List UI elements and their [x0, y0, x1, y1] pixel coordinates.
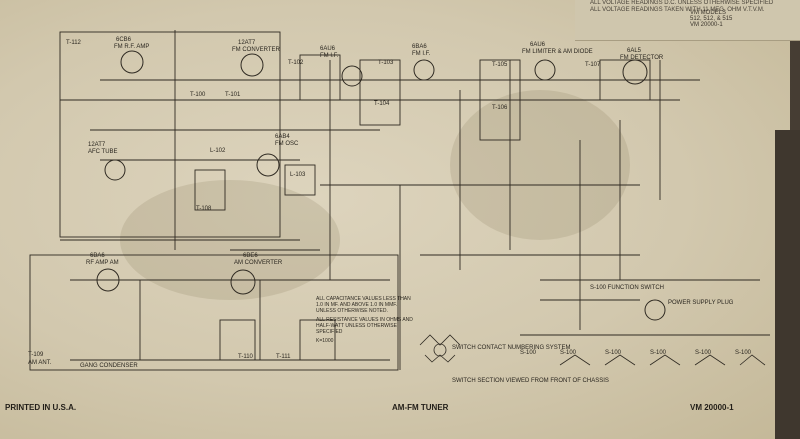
model-number: VM 20000-1	[690, 403, 734, 412]
transformer-label: L-103	[290, 172, 306, 178]
tube-6au6-2	[534, 59, 556, 81]
switch-section-label: S-100	[560, 350, 577, 356]
transformer-label: T-112	[66, 40, 81, 46]
diagram-title: AM-FM TUNER	[392, 403, 449, 412]
note-resistance: ALL RESISTANCE VALUES IN OHMS AND HALF-W…	[316, 317, 413, 335]
transformer-label: T-109	[28, 352, 44, 358]
tube-12at7-conv	[240, 53, 264, 77]
function-switch-label: S-100 FUNCTION SWITCH	[590, 285, 665, 291]
power-plug-label: POWER SUPPLY PLUG	[668, 300, 734, 306]
tube-label: 12AT7	[238, 40, 256, 46]
tube-sub: FM LIMITER & AM DIODE	[522, 49, 593, 55]
tube-sub: FM CONVERTER	[232, 47, 280, 53]
transformer-label: T-101	[225, 92, 241, 98]
vm-models-title: VM MODELS	[690, 10, 727, 16]
switch-numbering-title: SWITCH CONTACT NUMBERING SYSTEM	[452, 345, 571, 351]
top-note-line-1: ALL VOLTAGE READINGS D.C. UNLESS OTHERWI…	[590, 0, 774, 6]
power-plug	[644, 299, 666, 321]
tube-label: 6BE6	[243, 253, 258, 259]
tube-label: 6AL5	[627, 48, 642, 54]
switch-section-label: S-100	[695, 350, 712, 356]
tube-6ba6-am	[96, 268, 120, 292]
transformer-label: T-106	[492, 105, 508, 111]
tube-6ab4	[256, 153, 280, 177]
top-note-line-2: ALL VOLTAGE READINGS TAKEN WITH 11 MEG. …	[590, 7, 765, 13]
switch-section-label: S-100	[520, 350, 537, 356]
transformer-label: T-105	[492, 62, 508, 68]
transformer-label: T-110	[238, 354, 253, 360]
tube-sub: RF AMP AM	[86, 260, 119, 266]
switch-section-label: S-100	[605, 350, 622, 356]
tube-sub: FM R.F. AMP	[114, 44, 150, 50]
schematic-notes: ALL CAPACITANCE VALUES LESS THAN 1.0 IN …	[316, 296, 416, 344]
tube-label: 6AB4	[275, 134, 290, 140]
tube-6cb6	[120, 50, 144, 74]
transformer-label: T-107	[585, 62, 601, 68]
note-capacitance: ALL CAPACITANCE VALUES LESS THAN 1.0 IN …	[316, 296, 411, 314]
printed-label: PRINTED IN U.S.A.	[5, 403, 77, 412]
transformer-label: T-104	[374, 101, 390, 107]
fm-front-end-box	[59, 31, 281, 238]
tube-6al5	[622, 59, 648, 85]
tube-label: 6BA6	[90, 253, 105, 259]
tube-sub: AFC TUBE	[88, 149, 118, 155]
switch-section-label: S-100	[735, 350, 752, 356]
vm-models-ref: VM 20000-1	[690, 22, 723, 28]
tube-label: 6BA6	[412, 44, 427, 50]
am-ant-label: AM ANT.	[28, 360, 52, 366]
tube-label: 12AT7	[88, 142, 106, 148]
transformer-label: T-102	[288, 60, 304, 66]
am-section-box	[29, 254, 399, 371]
gang-condenser-label: GANG CONDENSER	[80, 363, 138, 369]
tube-6ba6	[413, 59, 435, 81]
tube-12at7-afc	[104, 159, 126, 181]
tube-sub: FM OSC	[275, 141, 299, 147]
vm-models-block: VM MODELS 512, 512, & 515 VM 20000-1	[690, 10, 732, 28]
switch-section-label: S-100	[650, 350, 667, 356]
transformer-label: T-111	[276, 354, 291, 360]
transformer-label: T-108	[196, 206, 212, 212]
switch-numbering-sub: SWITCH SECTION VIEWED FROM FRONT OF CHAS…	[452, 378, 609, 384]
tube-sub: FM I.F.	[320, 53, 339, 59]
tube-label: 6CB6	[116, 37, 132, 43]
top-note: ALL VOLTAGE READINGS D.C. UNLESS OTHERWI…	[590, 0, 800, 14]
edge-shadow	[775, 130, 800, 439]
top-note-sheet	[575, 0, 800, 41]
tube-6be6	[230, 269, 256, 295]
note-k: K=1000	[316, 338, 334, 344]
tube-label: 6AU6	[530, 42, 546, 48]
transformer-label: T-100	[190, 92, 206, 98]
transformer-label: T-103	[378, 60, 394, 66]
tube-label: 6AU6	[320, 46, 336, 52]
tube-sub: FM DETECTOR	[620, 55, 664, 61]
tube-6au6-1	[341, 65, 363, 87]
vm-models-list: 512, 512, & 515	[690, 16, 733, 22]
transformer-label: L-102	[210, 148, 226, 154]
tube-sub: AM CONVERTER	[234, 260, 283, 266]
tube-sub: FM I.F.	[412, 51, 431, 57]
